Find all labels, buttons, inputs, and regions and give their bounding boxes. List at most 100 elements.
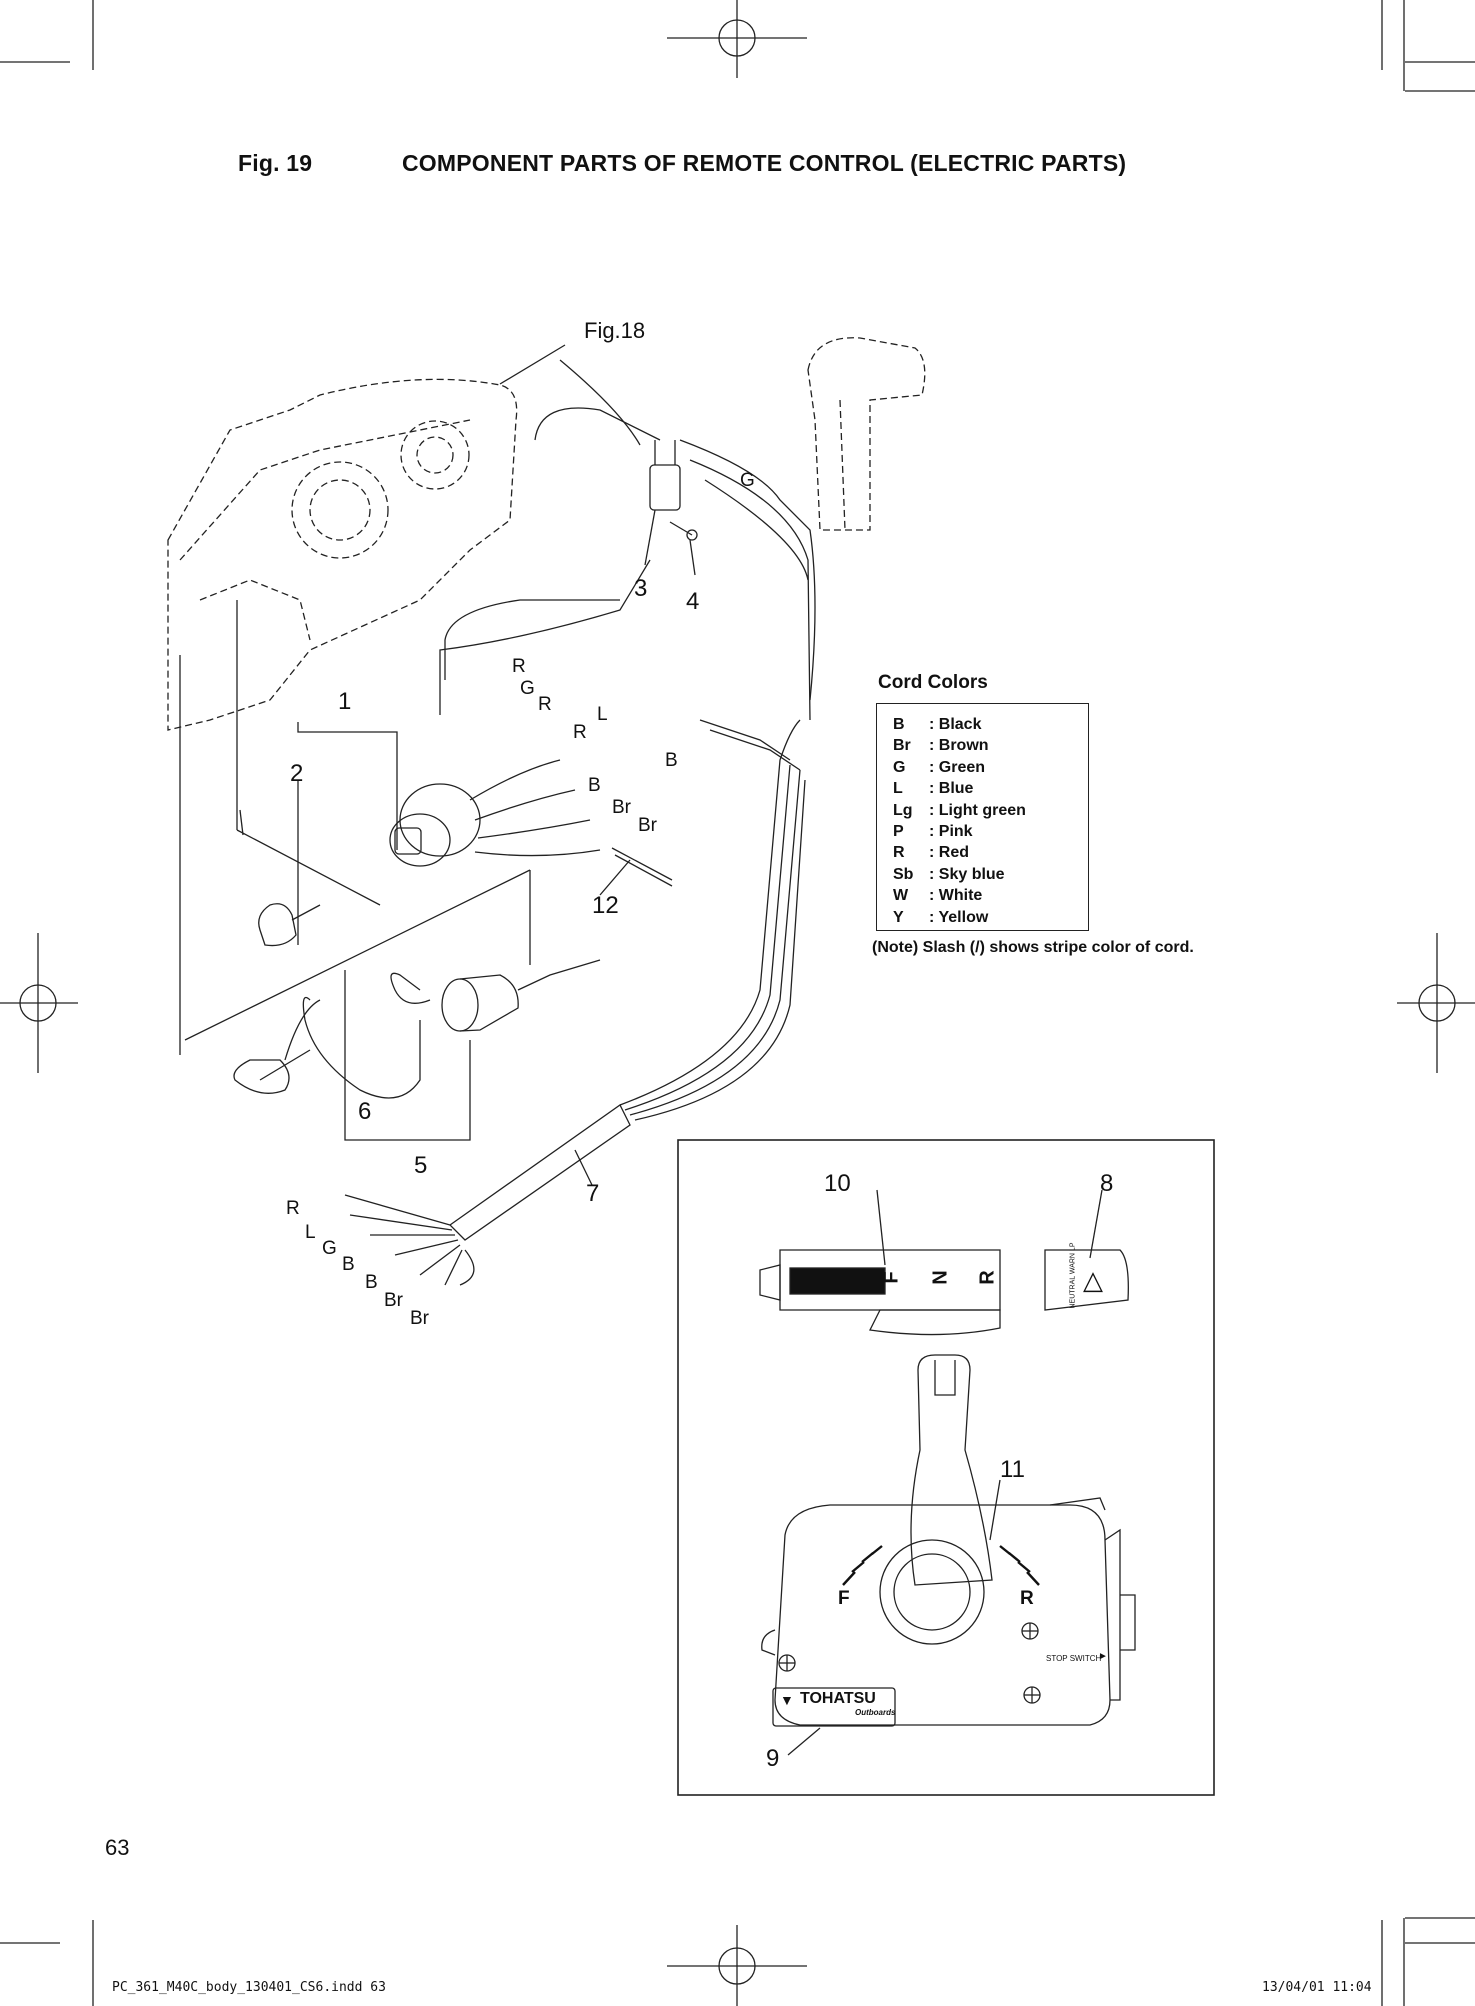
stop-arrow-icon: ► [1098,1651,1108,1662]
cord-color-name: : Pink [929,822,973,840]
lanyard-cord [233,972,431,1099]
inset-frame [677,1139,1215,1796]
cord-color-name: : White [929,887,983,905]
screw [669,521,698,541]
outline-lines [179,655,244,1055]
leader-fig18 [499,344,566,385]
cord-color-row: B : Black [893,714,1088,735]
cord-color-code: R [893,844,905,862]
cord-color-name: : Sky blue [929,865,1005,883]
reference-fig18: Fig.18 [584,318,646,343]
callout-6: 6 [358,1098,372,1125]
wire-label-lower-br-2: Br [410,1308,429,1329]
cord-color-name: : Green [929,758,986,776]
cord-color-name: : Brown [929,737,989,755]
wire-label-b-2: B [665,750,678,771]
wire-runs [439,359,816,721]
leader-8 [1089,1189,1103,1259]
leader-12 [599,859,631,896]
figure-title: COMPONENT PARTS OF REMOTE CONTROL (ELECT… [402,150,1127,176]
wire-label-g-top: G [740,470,755,491]
figure-number: Fig. 19 [238,150,313,176]
indicator-r: R [976,1270,999,1285]
cord-color-name: : Yellow [929,908,989,926]
cord-color-code: Br [893,737,911,755]
callout-9: 9 [766,1745,780,1772]
leader-10 [876,1189,886,1266]
cord-color-code: B [893,716,905,733]
leader-1-a [236,829,381,906]
indicator-f: F [880,1271,903,1284]
cord-color-row: G : Green [893,757,1088,778]
bracket-1-2 [297,722,398,850]
cord-color-row: P : Pink [893,821,1088,842]
wire-label-br-2: Br [638,815,657,836]
dial-r: R [1020,1588,1034,1609]
brand-logo-icon: ▼ [780,1692,794,1708]
cord-color-code: Y [893,908,904,926]
indicator-n: N [929,1270,952,1285]
wire-label-b-1: B [588,775,601,796]
wire-label-g: G [520,678,535,699]
cord-color-row: L : Blue [893,778,1088,799]
wire-harness [448,719,806,1241]
wire-label-lower-b-2: B [365,1272,378,1293]
wire-label-r-1: R [512,656,526,677]
cord-color-row: R: Red [893,842,1088,863]
cord-color-code: L [893,780,903,798]
footer-timestamp: 13/04/01 11:04 [1262,1980,1372,1995]
cord-color-row: W : White [893,885,1088,906]
callout-11: 11 [1000,1456,1025,1483]
wire-label-r-3: R [573,722,587,743]
cord-color-note: (Note) Slash (/) shows stripe color of c… [872,939,1194,956]
wire-label-lower-g: G [322,1238,337,1259]
leader-7 [574,1149,593,1186]
cord-color-name: : Blue [929,780,974,798]
key [258,903,321,947]
leader-9 [787,1727,821,1756]
cord-color-code: P [893,822,904,840]
control-lever-body [761,1354,1136,1727]
cord-color-row: Y : Yellow [893,907,1088,928]
footer-file: PC_361_M40C_body_130401_CS6.indd 63 [112,1980,386,1995]
bracket-5-6 [344,1040,471,1141]
cord-color-row: Lg: Light green [893,800,1088,821]
leader-3 [644,509,656,566]
wire-label-lower-b-1: B [342,1254,355,1275]
brand-name: TOHATSU [800,1690,876,1707]
handle-outline [807,337,926,531]
stop-switch [184,869,601,1041]
cable-tie [611,847,673,887]
cord-colors-legend: B : Black Br : Brown G : Green L : Blue Lg: … [876,703,1089,931]
callout-3: 3 [634,575,648,602]
callout-5: 5 [414,1152,428,1179]
indicator-panel [759,1249,1129,1336]
cord-colors-title: Cord Colors [878,672,988,693]
dial-f: F [838,1588,850,1609]
wire-label-br-1: Br [612,797,631,818]
callout-4: 4 [686,588,700,615]
control-housing [167,378,518,731]
wire-label-r-2: R [538,694,552,715]
callout-10: 10 [824,1170,851,1197]
page-number: 63 [105,1835,130,1860]
warning-label: NEUTRAL WARN LP [1069,1242,1077,1309]
callout-1: 1 [338,688,352,715]
callout-7: 7 [586,1180,600,1207]
cord-color-code: Sb [893,865,914,883]
dial-ticks [842,1545,1040,1586]
callout-2: 2 [290,760,304,787]
cord-color-name: : Light green [929,801,1026,819]
cord-color-code: G [893,758,906,776]
wire-label-l: L [597,704,608,725]
cord-color-row: Sb : Sky blue [893,864,1088,885]
callout-12: 12 [592,892,619,919]
leader-4 [689,539,696,576]
cord-color-name: : Black [929,716,982,733]
leader-11 [989,1479,1001,1541]
cord-color-code: W [893,887,909,905]
wire-label-lower-l: L [305,1222,316,1243]
